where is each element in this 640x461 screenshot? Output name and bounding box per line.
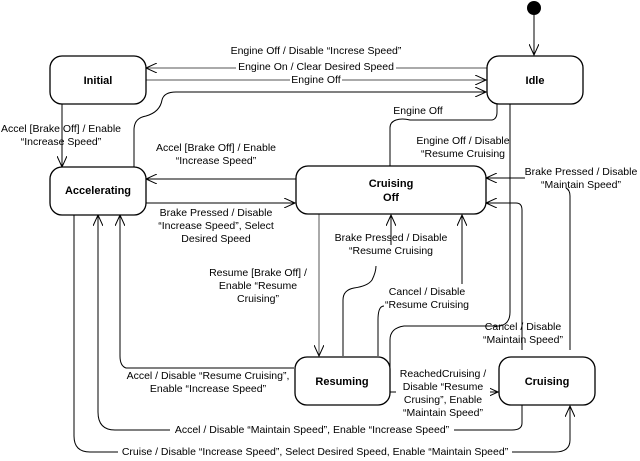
state-cruising-off-label-1: Cruising [369, 178, 414, 190]
label-cruiseoff-to-resuming-1: Resume [Brake Off] / [209, 267, 307, 279]
label-accel-to-cruiseoff-1: Brake Pressed / Disable [160, 207, 273, 219]
state-accelerating: Accelerating [49, 166, 147, 216]
label-accel-to-cruiseoff-3: Desired Speed [181, 233, 251, 245]
label-cruiseoff-to-resuming-3: Cruising” [237, 293, 280, 305]
label-initial-to-accel-1: Accel [Brake Off] / Enable [1, 123, 121, 135]
label-cruising-to-cruiseoff-brake-2: “Maintain Speed” [541, 179, 621, 191]
state-resuming-label: Resuming [315, 376, 368, 388]
state-cruising-off: Cruising Off [295, 165, 487, 215]
label-resuming-to-accel-1: Accel / Disable “Resume Cruising”, [127, 370, 290, 382]
edge-accel-to-cruising [73, 214, 570, 453]
label-resuming-to-cruiseoff-brake-1: Brake Pressed / Disable [335, 232, 448, 244]
label-resuming-to-cruiseoff-brake-2: “Resume Cruising [349, 245, 433, 257]
label-cruising-to-cruiseoff-cancel-2: “Maintain Speed” [483, 334, 563, 346]
state-idle: Idle [486, 55, 584, 105]
edge-cruiseoff-to-idle [389, 92, 497, 166]
label-initial-to-idle-off: Engine Off [291, 74, 341, 86]
label-accel-to-cruiseoff-2: “Increase Speed”, Select [158, 220, 274, 232]
label-resuming-to-cruising-1: ReachedCruising / [400, 368, 486, 380]
label-cruising-to-cruiseoff-brake-1: Brake Pressed / Disable [525, 166, 638, 178]
label-cruiseoff-to-accel-1: Accel [Brake Off] / Enable [156, 142, 276, 154]
label-cruiseoff-to-idle-2: “Resume Cruising [421, 148, 505, 160]
label-cruiseoff-to-accel-2: “Increase Speed” [176, 155, 257, 167]
label-resuming-to-accel-2: Enable “Increase Speed” [150, 383, 267, 395]
state-resuming: Resuming [294, 356, 391, 406]
edge-resuming-to-cruiseoff-cancel [377, 215, 462, 356]
label-cruising-to-accel: Accel / Disable “Maintain Speed”, Enable… [175, 424, 450, 436]
state-cruising-label: Cruising [525, 376, 570, 388]
edge-resuming-to-accel [120, 215, 294, 369]
state-initial-label: Initial [84, 75, 113, 87]
label-cruiseoff-to-idle-1: Engine Off / Disable [416, 135, 509, 147]
label-idle-to-initial: Engine Off / Disable “Increse Speed” [231, 45, 402, 57]
label-resuming-to-cruising-2: Disable “Resume [403, 381, 484, 393]
state-initial: Initial [49, 55, 147, 105]
initial-pseudostate [527, 1, 541, 15]
label-initial-to-idle-on: Engine On / Clear Desired Speed [238, 61, 394, 73]
state-cruising: Cruising [498, 356, 596, 406]
state-idle-label: Idle [526, 75, 545, 87]
label-resuming-to-cruising-4: “Maintain Speed” [403, 407, 483, 419]
edge-cruising-to-cruiseoff-brake [512, 177, 571, 350]
edge-resuming-to-idle [389, 92, 510, 380]
state-cruising-off-label-2: Off [383, 192, 399, 204]
edge-resuming-to-cruiseoff-brake [342, 215, 391, 356]
label-cruiseoff-to-resuming-2: Enable “Resume [219, 280, 297, 292]
label-cruiseoff-to-idle-engine-off: Engine Off [393, 105, 443, 117]
label-accel-to-cruising: Cruise / Disable “Increase Speed”, Selec… [122, 446, 509, 458]
label-resuming-to-cruiseoff-cancel-2: “Resume Cruising [385, 299, 469, 311]
label-initial-to-accel-2: “Increase Speed” [21, 136, 102, 148]
label-resuming-to-cruising-3: Crusing”, Enable [404, 394, 482, 406]
label-cruising-to-cruiseoff-cancel-1: Cancel / Disable [485, 321, 562, 333]
edge-accel-to-idle [133, 92, 486, 168]
state-accelerating-label: Accelerating [65, 185, 131, 197]
edge-cruising-to-cruiseoff-cancel [486, 203, 523, 350]
label-resuming-to-cruiseoff-cancel-1: Cancel / Disable [389, 286, 466, 298]
